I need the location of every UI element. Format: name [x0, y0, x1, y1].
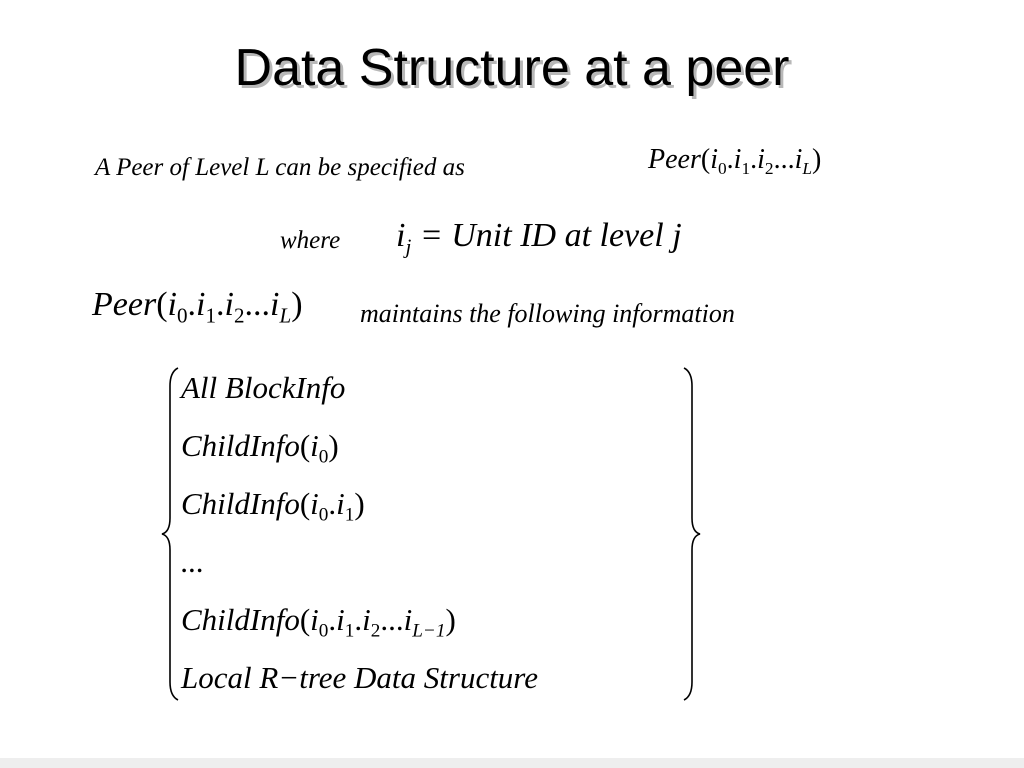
subscript: 1 — [741, 159, 751, 179]
peer-expression-top: Peer(i0.i1.i2...iL) — [648, 144, 821, 179]
item-text: Local R−tree Data Structure — [181, 660, 538, 695]
paren-open: ( — [299, 602, 311, 637]
var-i: i — [310, 428, 319, 463]
dot: . — [187, 286, 197, 323]
var-i: i — [224, 286, 234, 323]
var-i: i — [336, 486, 345, 521]
var-i: i — [270, 286, 280, 323]
dots: ... — [380, 602, 404, 637]
var-i: i — [710, 144, 718, 175]
paren-close: ) — [328, 428, 339, 463]
childinfo-label: ChildInfo — [181, 428, 300, 463]
var-i: i — [794, 144, 803, 175]
paren-open: ( — [299, 486, 311, 521]
dots: ... — [773, 144, 795, 175]
subscript: 1 — [344, 620, 355, 642]
subscript: 0 — [176, 303, 188, 328]
list-item-ellipsis: ... — [181, 542, 204, 582]
list-item-childinfo-1: ChildInfo(i0) — [181, 426, 339, 478]
subscript: 0 — [318, 504, 329, 526]
peer-name: Peer — [648, 144, 701, 175]
list-item-childinfo-2: ChildInfo(i0.i1) — [181, 484, 365, 536]
dot: . — [354, 602, 363, 637]
def-lhs-subscript: j — [405, 234, 412, 259]
paren-close: ) — [291, 286, 303, 323]
list-item-childinfo-last: ChildInfo(i0.i1.i2...iL−1) — [181, 600, 456, 652]
var-i: i — [336, 602, 345, 637]
paren-close: ) — [812, 144, 822, 175]
right-brace — [683, 367, 701, 701]
dots: ... — [244, 286, 271, 323]
paren-close: ) — [445, 602, 456, 637]
subscript: 0 — [318, 620, 329, 642]
var-i: i — [733, 144, 742, 175]
left-brace — [161, 367, 179, 701]
list-item-rtree: Local R−tree Data Structure — [181, 658, 538, 698]
list-item-blockinfo: All BlockInfo — [181, 368, 345, 408]
def-rhs: = Unit ID at level j — [419, 217, 682, 254]
definition-formula: ij = Unit ID at level j — [396, 217, 682, 259]
subscript: L — [279, 303, 292, 328]
paren-close: ) — [354, 486, 365, 521]
var-i: i — [362, 602, 371, 637]
ellipsis: ... — [181, 544, 205, 579]
def-lhs: i — [396, 217, 406, 254]
dot: . — [726, 144, 734, 175]
intro-text: A Peer of Level L can be specified as — [95, 154, 465, 181]
subscript: L — [802, 159, 813, 179]
subscript: 1 — [205, 303, 217, 328]
subscript: 2 — [233, 303, 245, 328]
paren-open: ( — [156, 286, 168, 323]
dot: . — [328, 602, 337, 637]
var-i: i — [403, 602, 413, 637]
subscript: 2 — [370, 620, 381, 642]
paren-open: ( — [700, 144, 711, 175]
var-i: i — [196, 286, 206, 323]
subscript: 1 — [344, 504, 355, 526]
subscript: 0 — [717, 159, 727, 179]
var-i: i — [310, 486, 319, 521]
var-i: i — [167, 286, 177, 323]
maintains-text: maintains the following information — [360, 299, 735, 328]
paren-open: ( — [299, 428, 311, 463]
item-text: All BlockInfo — [181, 370, 346, 405]
subscript: 0 — [318, 446, 329, 468]
childinfo-label: ChildInfo — [181, 486, 300, 521]
dot: . — [328, 486, 337, 521]
slide-footer-band — [0, 758, 1024, 768]
subscript: L−1 — [412, 620, 446, 642]
var-i: i — [757, 144, 765, 175]
peer-expression-main: Peer(i0.i1.i2...iL) — [92, 286, 303, 328]
slide-title: Data Structure at a peer — [234, 39, 790, 97]
peer-name: Peer — [92, 286, 157, 323]
subscript: 2 — [764, 159, 774, 179]
childinfo-label: ChildInfo — [181, 602, 300, 637]
dot: . — [750, 144, 758, 175]
var-i: i — [310, 602, 319, 637]
where-text: where — [280, 227, 341, 254]
dot: . — [216, 286, 225, 323]
